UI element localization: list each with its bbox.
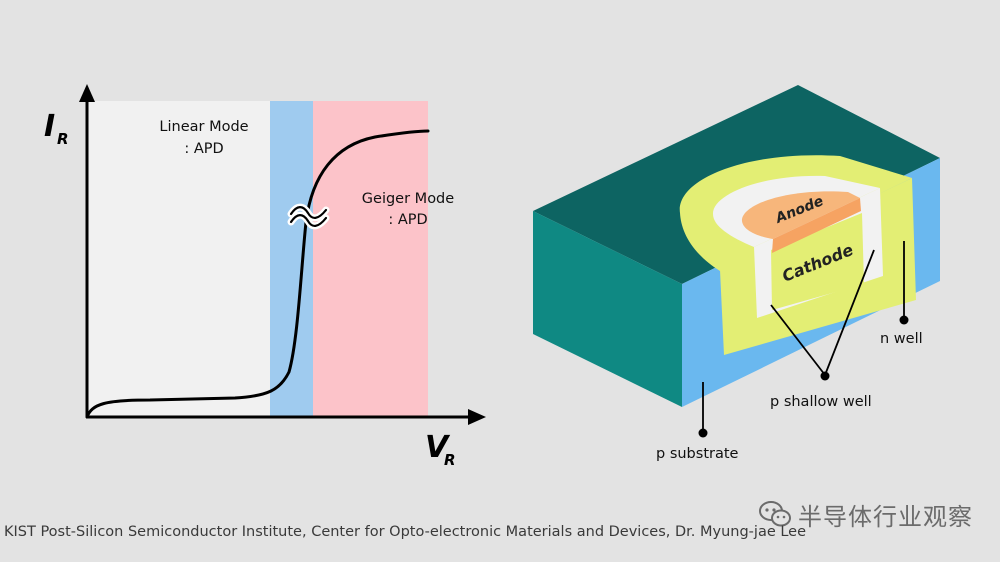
p-shallow-well-leader-b (824, 249, 875, 376)
axis-break-symbol (287, 203, 330, 230)
anode-side (772, 198, 861, 253)
linear-mode-label-line2: : APD (184, 141, 223, 157)
y-axis-arrow (79, 84, 95, 102)
x-axis-subscript: R (444, 451, 456, 469)
y-axis-subscript: R (57, 130, 69, 148)
device-cross-section: Anode Cathode n well p shallow well p su… (533, 85, 940, 462)
p-shallow-well-label: p shallow well (770, 394, 872, 410)
p-shallow-well-leader-a (770, 304, 826, 376)
n-well-leader-dot (899, 315, 909, 325)
y-axis-label: I (44, 109, 55, 144)
n-well-label: n well (880, 331, 923, 347)
wechat-icon (759, 501, 791, 527)
leader-lines (702, 241, 905, 433)
iv-graph: I R V R Linear Mode : APD Geiger Mode : … (44, 84, 486, 469)
linear-mode-label-line1: Linear Mode (159, 119, 248, 135)
watermark: 半导体行业观察 (758, 496, 973, 532)
iv-curve (85, 129, 430, 419)
transition-region (270, 101, 313, 417)
watermark-text: 半导体行业观察 (798, 502, 973, 531)
cathode-region (771, 213, 864, 310)
p-substrate-label: p substrate (656, 446, 739, 462)
geiger-mode-region (313, 101, 428, 417)
footer-credit: KIST Post-Silicon Semiconductor Institut… (4, 524, 807, 540)
anode-top (741, 191, 860, 239)
p-shallow-well-leader-dot (820, 371, 830, 381)
x-axis-arrow (468, 409, 486, 425)
linear-mode-region (87, 101, 270, 417)
p-substrate-leader-dot (698, 428, 708, 438)
geiger-mode-label-line1: Geiger Mode (362, 191, 454, 207)
x-axis-label: V (425, 430, 451, 465)
device-front-face (533, 211, 682, 407)
geiger-mode-label-line2: : APD (388, 212, 427, 228)
